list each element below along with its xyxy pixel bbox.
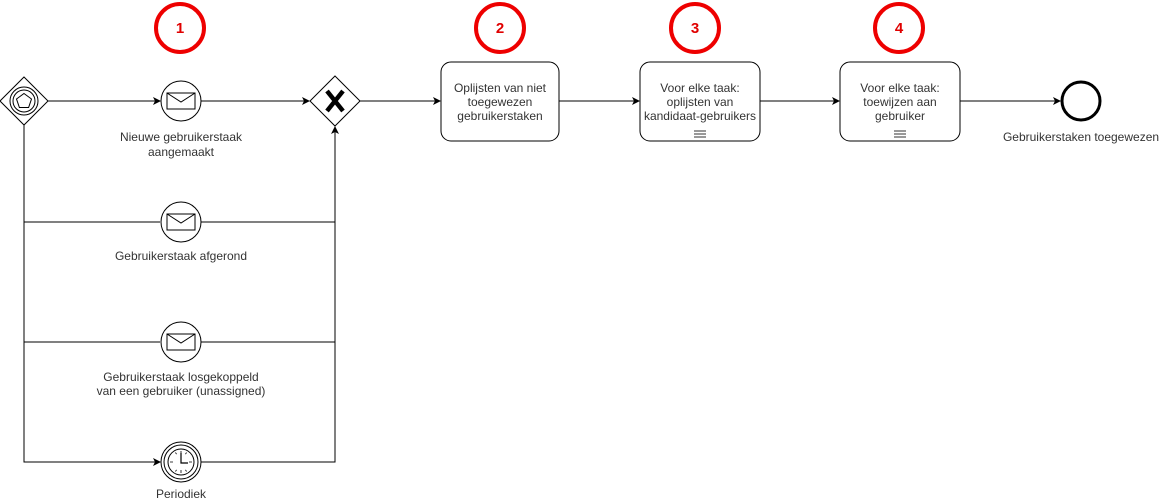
timer-event-periodic[interactable]: Periodiek <box>156 441 207 501</box>
task-label: kandidaat-gebruikers <box>644 109 756 123</box>
task-list-unassigned[interactable]: Oplijsten van niet toegewezen gebruikers… <box>440 61 560 142</box>
step-marker-2: 2 <box>474 2 526 54</box>
step-number: 1 <box>176 20 184 37</box>
task-label: Voor elke taak: <box>660 81 739 95</box>
message-event-task-unassigned[interactable]: Gebruikerstaak losgekoppeld van een gebr… <box>97 321 266 398</box>
exclusive-gateway[interactable] <box>309 75 361 127</box>
event-label: aangemaakt <box>148 145 215 159</box>
event-label: Periodiek <box>156 487 207 501</box>
task-label: Oplijsten van niet <box>454 81 547 95</box>
clock-icon <box>167 448 195 476</box>
step-marker-1: 1 <box>154 2 206 54</box>
event-label: Gebruikerstaak afgerond <box>115 249 247 263</box>
x-mark-icon <box>325 89 345 113</box>
task-label: Voor elke taak: <box>860 81 939 95</box>
step-number: 4 <box>895 20 904 37</box>
step-number: 3 <box>691 20 699 37</box>
end-event-label: Gebruikerstaken toegewezen <box>1003 130 1159 144</box>
event-label: Gebruikerstaak losgekoppeld <box>103 370 258 384</box>
envelope-icon <box>166 333 196 351</box>
task-label: gebruiker <box>875 109 925 123</box>
message-event-new-task[interactable]: Nieuwe gebruikerstaak aangemaakt <box>120 80 243 159</box>
task-assign-user[interactable]: Voor elke taak: toewijzen aan gebruiker <box>839 61 961 142</box>
task-label: oplijsten van <box>667 95 734 109</box>
task-label: gebruikerstaken <box>457 109 542 123</box>
step-marker-4: 4 <box>873 2 925 54</box>
sequence-flows <box>23 97 1061 466</box>
end-event[interactable]: Gebruikerstaken toegewezen <box>1003 80 1159 144</box>
task-label: toewijzen aan <box>863 95 936 109</box>
envelope-icon <box>166 213 196 231</box>
task-label: toegewezen <box>468 95 533 109</box>
multi-instance-icon <box>894 130 906 138</box>
multi-instance-icon <box>694 130 706 138</box>
pentagon-icon <box>15 92 33 108</box>
step-marker-3: 3 <box>669 2 721 54</box>
event-based-gateway[interactable] <box>0 76 49 126</box>
event-label: Nieuwe gebruikerstaak <box>120 130 243 144</box>
step-number: 2 <box>496 20 504 37</box>
message-event-task-completed[interactable]: Gebruikerstaak afgerond <box>115 201 247 263</box>
task-list-candidates[interactable]: Voor elke taak: oplijsten van kandidaat-… <box>639 61 761 142</box>
event-label: van een gebruiker (unassigned) <box>97 384 266 398</box>
envelope-icon <box>166 92 196 110</box>
